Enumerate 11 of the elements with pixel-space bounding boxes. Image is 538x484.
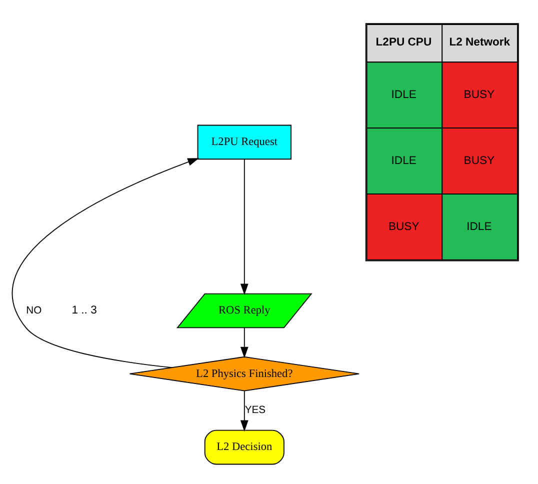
label: IDLE (466, 220, 492, 233)
label: 1 .. 3 (72, 304, 97, 317)
label: BUSY (464, 154, 495, 167)
label: L2PU CPU (376, 36, 432, 48)
label: BUSY (388, 220, 420, 233)
edge-label: NO (26, 305, 42, 316)
label: IDLE (391, 154, 416, 167)
label: IDLE (391, 89, 416, 102)
label: L2 Network (449, 36, 510, 48)
label: BUSY (464, 89, 495, 102)
edge-label: YES (244, 405, 266, 416)
